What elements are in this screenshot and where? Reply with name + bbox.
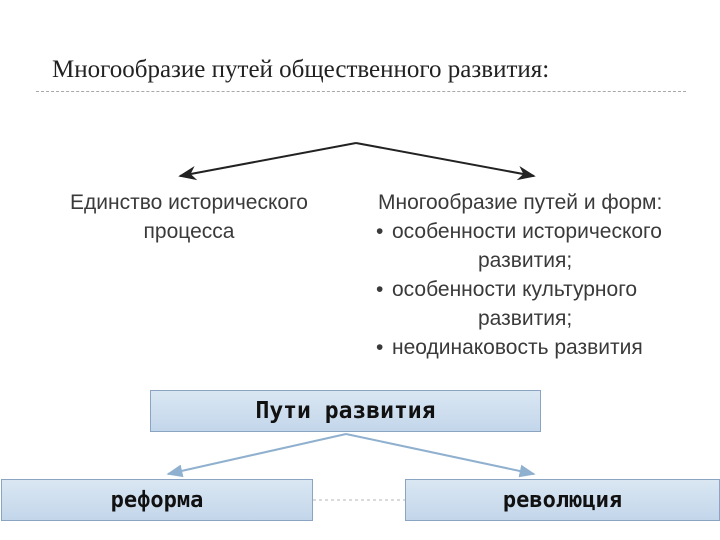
bullet-uneven: неодинаковость развития — [372, 333, 702, 362]
arrow-to-revolution — [345, 433, 536, 478]
arrow-to-diversity — [355, 142, 536, 181]
unity-line-1: Единство исторического — [70, 191, 308, 214]
bullet-cultural-line-2: развития; — [478, 307, 573, 330]
diversity-heading: Многообразие путей и форм: — [378, 191, 663, 214]
bullet-historical-line-1: особенности исторического — [392, 220, 662, 243]
bullet-historical-line-2: развития; — [478, 249, 573, 272]
title-divider — [36, 91, 686, 92]
diversity-of-paths-concept: Многообразие путей и форм: особенности и… — [372, 188, 702, 362]
bullet-cultural-line-1: особенности культурного — [392, 278, 638, 301]
revolution-label: революция — [502, 487, 623, 513]
diversity-bullet-list: особенности исторического развития; особ… — [372, 217, 702, 362]
reform-box: реформа — [1, 479, 313, 521]
paths-of-development-box: Пути развития — [150, 390, 541, 432]
arrow-to-unity — [178, 142, 357, 181]
slide-title: Многообразие путей общественного развити… — [52, 56, 550, 83]
unity-of-history-concept: Единство исторического процесса — [44, 188, 334, 246]
paths-of-development-label: Пути развития — [255, 398, 436, 424]
bullet-cultural: особенности культурного развития; — [372, 275, 702, 333]
revolution-box: революция — [405, 479, 720, 521]
bullet-historical: особенности исторического развития; — [372, 217, 702, 275]
bullet-uneven-line-1: неодинаковость развития — [392, 336, 643, 359]
arrow-to-reform — [166, 433, 347, 478]
unity-line-2: процесса — [143, 220, 235, 243]
reform-label: реформа — [110, 487, 204, 513]
